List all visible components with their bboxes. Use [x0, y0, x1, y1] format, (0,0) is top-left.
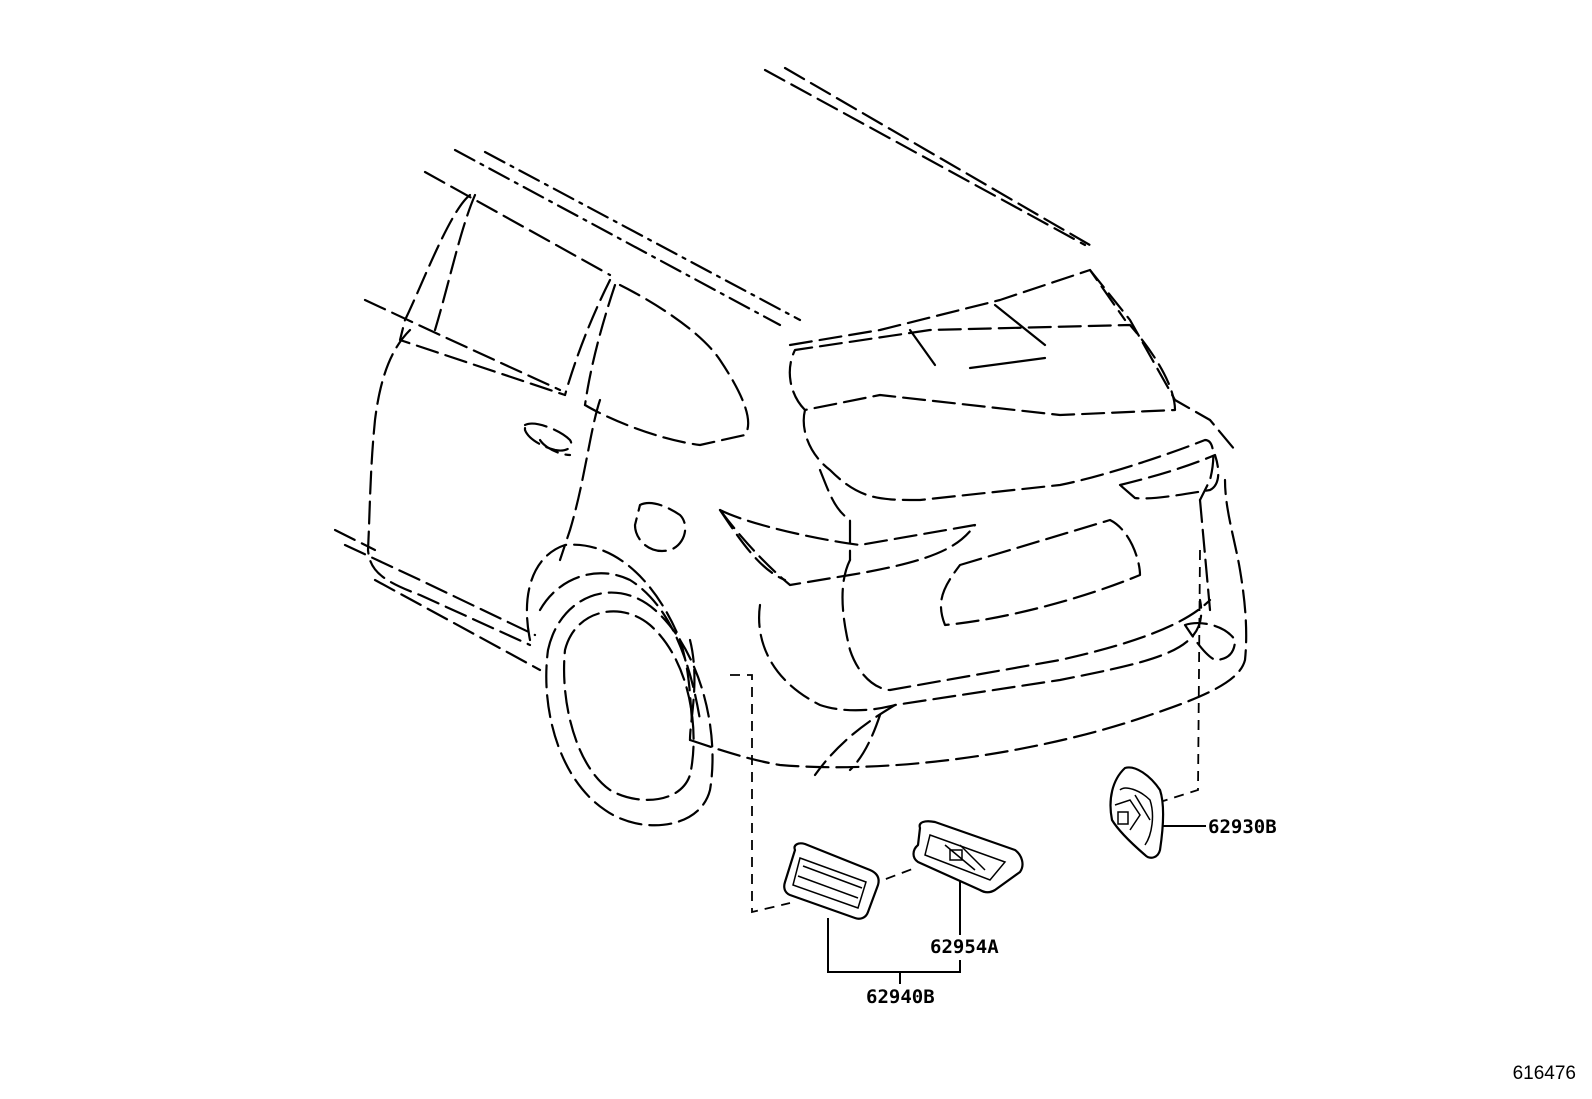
- vehicle-outline: [333, 66, 1248, 827]
- part-62940b-illustration: [783, 842, 880, 920]
- diagram-reference-number: 616476: [1512, 1063, 1576, 1084]
- part-62930b-illustration: [1109, 766, 1165, 859]
- part-number-62940b[interactable]: 62940B: [866, 986, 935, 1008]
- part-number-62930b[interactable]: 62930B: [1208, 816, 1277, 838]
- part-62954a-illustration: [912, 820, 1024, 894]
- leader-lines: [730, 549, 1206, 984]
- part-number-62954a[interactable]: 62954A: [930, 936, 999, 958]
